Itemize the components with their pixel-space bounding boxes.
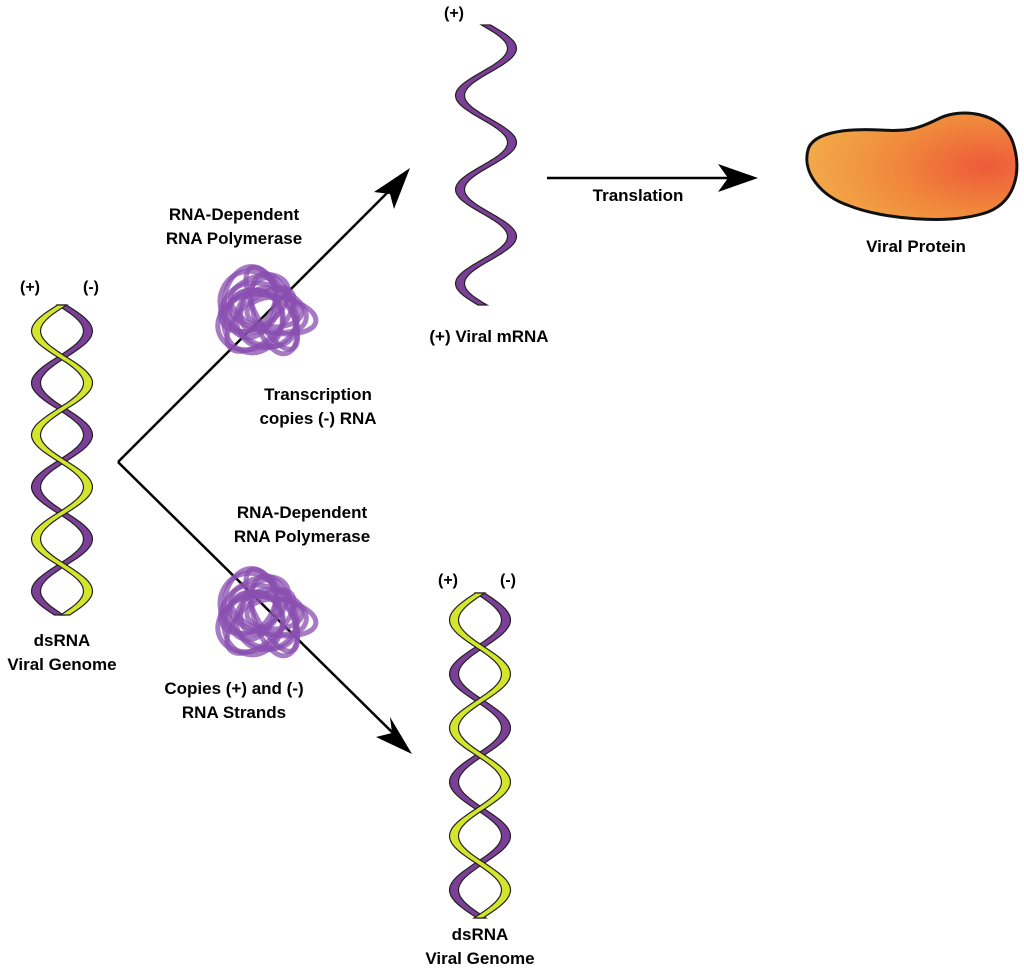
polymerase-transcription-icon	[215, 264, 319, 357]
polymerase-coil	[226, 589, 299, 652]
new-minus-strand-label: (-)	[500, 572, 516, 589]
left-genome-title-line2: Viral Genome	[7, 655, 116, 674]
protein-title: Viral Protein	[866, 237, 966, 256]
new-genome-title-line1: dsRNA	[452, 925, 509, 944]
mrna-title: (+) Viral mRNA	[429, 327, 548, 346]
mrna-single-strand	[454, 24, 518, 306]
replication-arrow-head	[376, 717, 412, 754]
polymerase-coil	[217, 268, 282, 336]
polymerase-coil	[226, 287, 299, 350]
transcription-action-line2: copies (-) RNA	[259, 409, 376, 428]
branch-arrows	[117, 164, 758, 754]
replication-enzyme-line2: RNA Polymerase	[234, 527, 370, 546]
polymerase-coil	[217, 570, 282, 638]
new-plus-strand-label: (+)	[438, 572, 458, 589]
left-minus-strand-label: (-)	[83, 279, 99, 296]
left-genome-title-line1: dsRNA	[34, 631, 91, 650]
transcription-action-line1: Transcription	[264, 385, 372, 404]
minus-strand-ribbon	[30, 304, 94, 616]
replication-enzyme-line1: RNA-Dependent	[237, 503, 368, 522]
replication-action-line1: Copies (+) and (-)	[164, 679, 303, 698]
translation-label: Translation	[593, 186, 684, 205]
dsrna-helix-new	[448, 592, 512, 919]
left-plus-strand-label: (+)	[20, 279, 40, 296]
translation-arrow-head	[718, 164, 758, 192]
transcription-enzyme-line1: RNA-Dependent	[169, 205, 300, 224]
replication-action-line2: RNA Strands	[182, 703, 286, 722]
polymerase-replication-icon	[215, 566, 319, 659]
plus-strand-ribbon	[454, 24, 518, 306]
viral-protein-shape	[805, 111, 1019, 221]
minus-strand-ribbon	[448, 592, 512, 919]
transcription-arrow-head	[374, 168, 410, 209]
transcription-enzyme-line2: RNA Polymerase	[166, 229, 302, 248]
new-genome-title-line2: Viral Genome	[425, 949, 534, 968]
mrna-plus-strand-label: (+)	[444, 5, 464, 22]
dsrna-helix-left	[30, 304, 94, 616]
